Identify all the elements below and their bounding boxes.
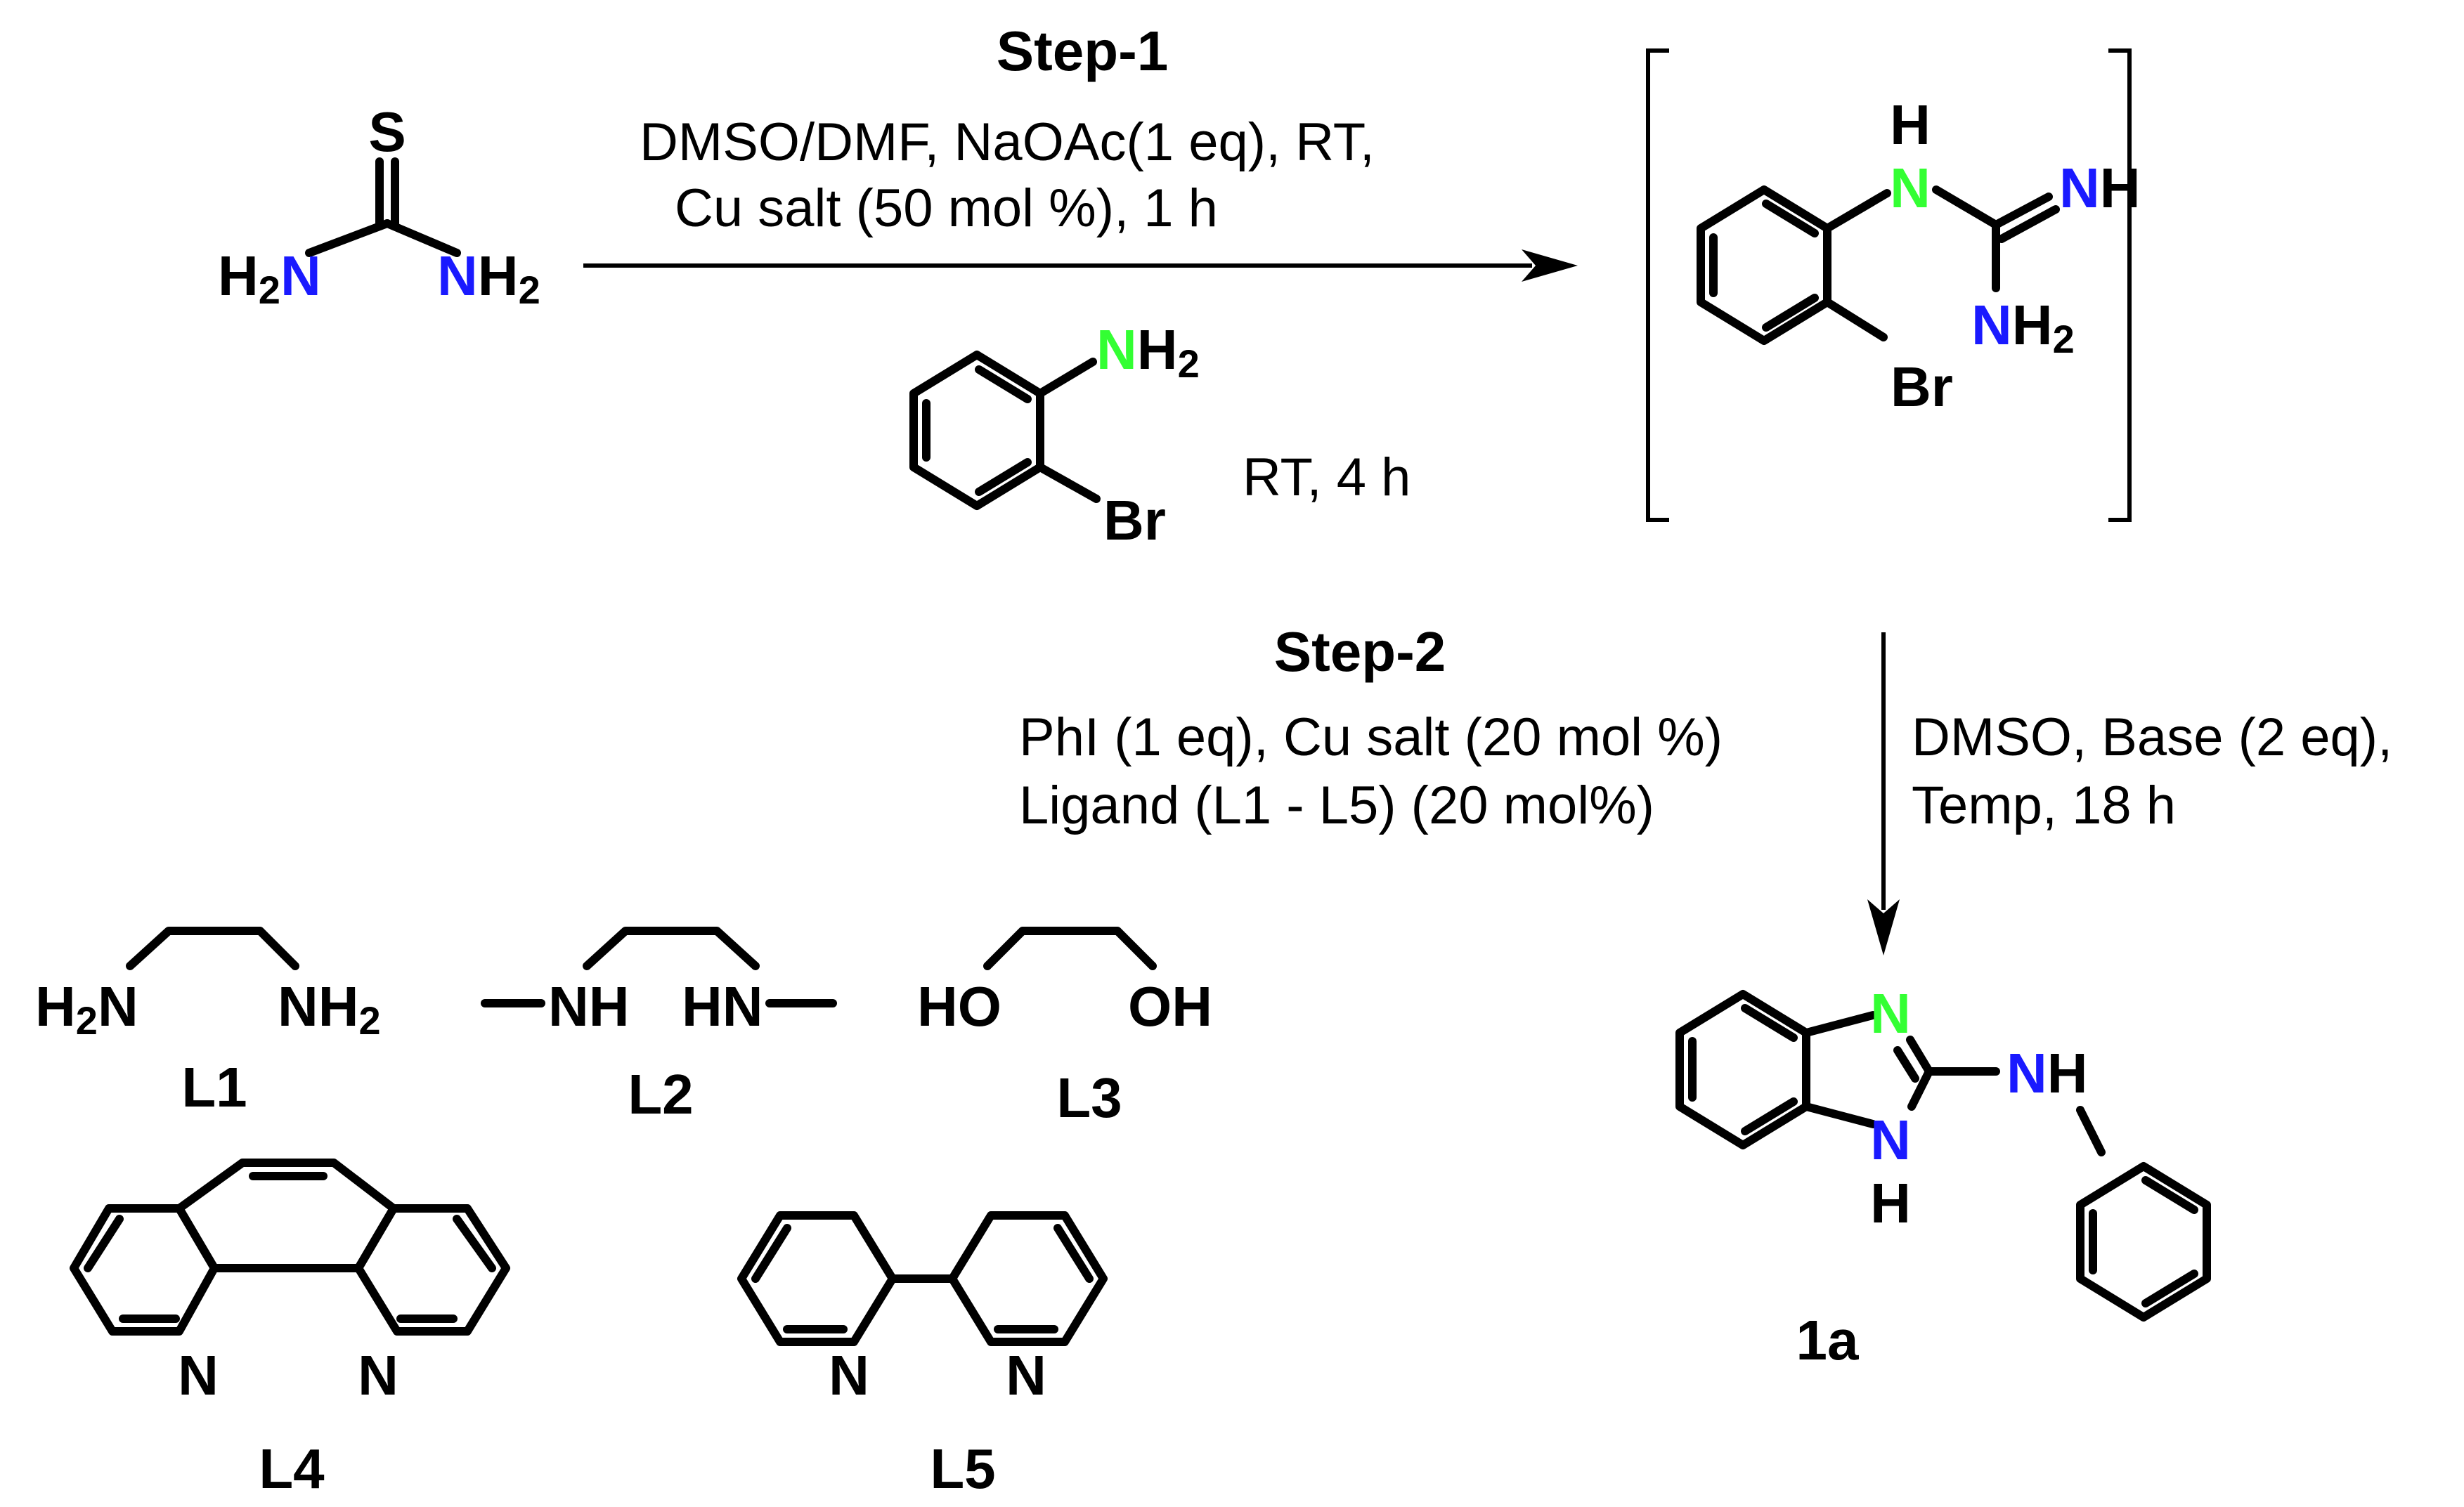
l5-n-left: N [829, 1344, 869, 1407]
step1-condition-line1: DMSO/DMF, NaOAc(1 eq), RT, [640, 112, 1375, 172]
l3-oh-right: OH [1128, 975, 1212, 1038]
l5-n-right: N [1006, 1344, 1046, 1407]
nh2-group: NH2 [1096, 318, 1200, 386]
ligand-L2-label: L2 [628, 1063, 693, 1126]
nh2-amine: NH2 [1971, 294, 2075, 361]
ligand-L5-structure: N N [737, 1211, 1108, 1407]
step1-condition-line2: Cu salt (50 mol %), 1 h [675, 178, 1218, 238]
nh2-right: NH2 [437, 244, 540, 312]
ligand-L3-label: L3 [1056, 1066, 1122, 1129]
intermediate-guanidine: H N NH NH2 Br [1697, 93, 2141, 418]
l1-nh2-left: H2N [35, 975, 138, 1043]
step2-left-line1: PhI (1 eq), Cu salt (20 mol %) [1019, 707, 1723, 767]
product-h-atom: H [1870, 1172, 1911, 1234]
bromine-atom: Br [1103, 489, 1166, 552]
bromine-atom-intermediate: Br [1891, 355, 1953, 418]
step2-left-line2: Ligand (L1 - L5) (20 mol%) [1019, 776, 1654, 835]
ligand-L1-structure: H2N NH2 [35, 927, 381, 1043]
product-nh-group: NH [2006, 1042, 2088, 1104]
green-n-atom: N [1890, 157, 1931, 219]
nh2-left: H2N [218, 244, 321, 312]
step1-title: Step-1 [997, 20, 1169, 82]
product-1a-label: 1a [1796, 1309, 1859, 1371]
product-green-n: N [1870, 982, 1911, 1045]
l1-nh2-right: NH2 [278, 975, 381, 1043]
step2-arrowhead [1867, 899, 1900, 955]
nh-imine: NH [2059, 157, 2141, 219]
product-blue-n: N [1870, 1109, 1911, 1171]
ligand-L2-structure: NH HN [481, 927, 837, 1038]
sulfur-atom: S [368, 100, 406, 163]
ligand-L3-structure: HO OH [917, 927, 1212, 1038]
ligand-L4-label: L4 [259, 1437, 325, 1500]
step1-arrowhead [1522, 249, 1578, 282]
thiourea-structure: S H2N NH2 [218, 100, 540, 312]
ligand-L1-label: L1 [181, 1056, 247, 1118]
ligand-L4-structure: N N [70, 1159, 510, 1407]
l4-n-left: N [178, 1344, 219, 1407]
step2-title: Step-2 [1274, 620, 1446, 683]
bromoaniline-structure: NH2 Br [909, 318, 1200, 552]
product-1a-structure: N N H NH [1675, 982, 2211, 1322]
l3-ho-left: HO [917, 975, 1001, 1038]
ligand-L5-label: L5 [930, 1437, 995, 1500]
h-atom-top: H [1890, 93, 1931, 156]
l2-nh-left: NH [548, 975, 630, 1038]
intermediate-bracket [1646, 48, 2132, 522]
l4-n-right: N [358, 1344, 398, 1407]
step2-right-line2: Temp, 18 h [1912, 776, 2176, 835]
step1-condition-line3: RT, 4 h [1243, 448, 1411, 507]
l2-hn-right: HN [682, 975, 763, 1038]
step2-right-line1: DMSO, Base (2 eq), [1912, 707, 2392, 767]
